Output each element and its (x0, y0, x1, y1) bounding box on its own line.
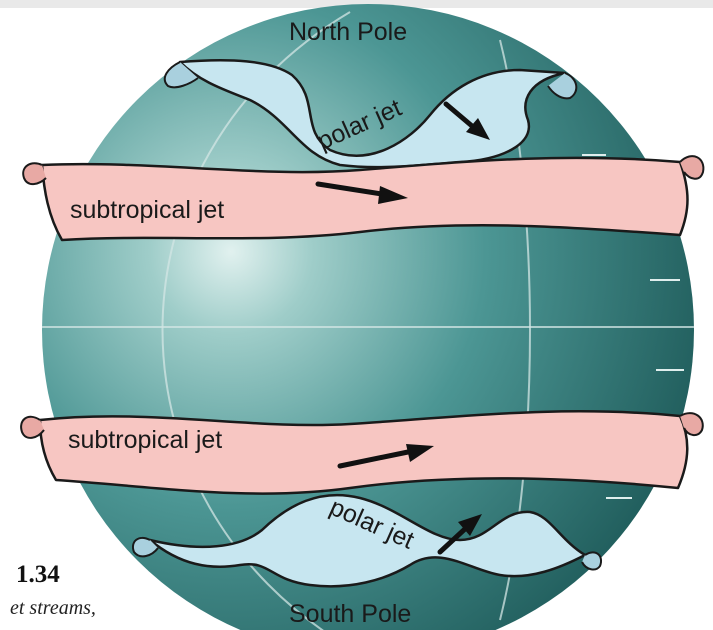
figure-caption: et streams, (10, 597, 96, 620)
subtropical-jet-north-label: subtropical jet (70, 196, 224, 224)
north-pole-label: North Pole (289, 18, 407, 47)
subtropical-jet-south-label: subtropical jet (68, 426, 222, 454)
figure-number: 1.34 (16, 561, 60, 589)
south-pole-label: South Pole (289, 600, 411, 629)
